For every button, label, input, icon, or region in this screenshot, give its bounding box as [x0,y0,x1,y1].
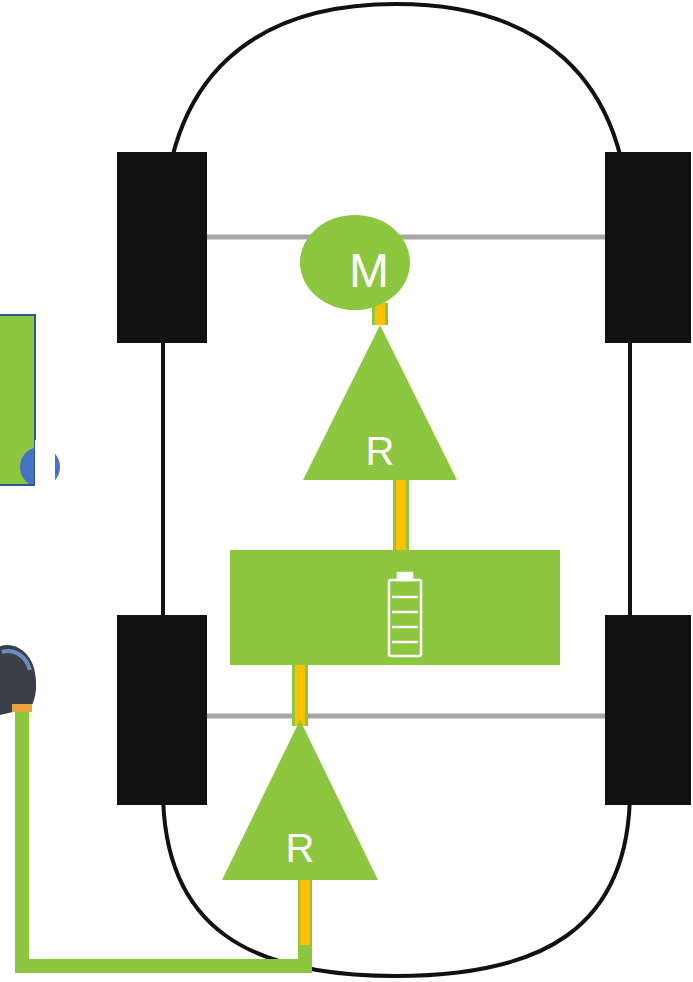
front-axle [207,235,605,240]
car-body [163,4,630,976]
battery-pack [230,550,560,665]
wheel [605,152,691,343]
node-label: R [286,828,315,868]
wire-sheath [292,660,308,726]
charger-panel-border [0,315,35,485]
regulator-triangle: R [222,720,378,880]
motor-ellipse: M [300,215,410,310]
plug-highlight [2,651,30,670]
regulator-triangle: R [303,325,457,480]
node-fill [303,325,457,480]
power-wire [380,303,381,325]
node-fill [222,720,378,880]
node-label: M [349,247,389,295]
wire [396,476,406,554]
charger-plug [0,645,36,716]
wheel [117,615,207,805]
plug-tip [12,704,32,712]
wire-sheath [393,476,409,554]
wire [295,660,305,726]
node-label: R [366,431,395,471]
wire [300,875,310,945]
rear-axle [207,714,605,719]
wheel [605,615,691,805]
panel-mask [35,440,55,495]
node-fill [300,215,410,310]
wheel [117,152,207,343]
battery-icon [389,573,421,656]
